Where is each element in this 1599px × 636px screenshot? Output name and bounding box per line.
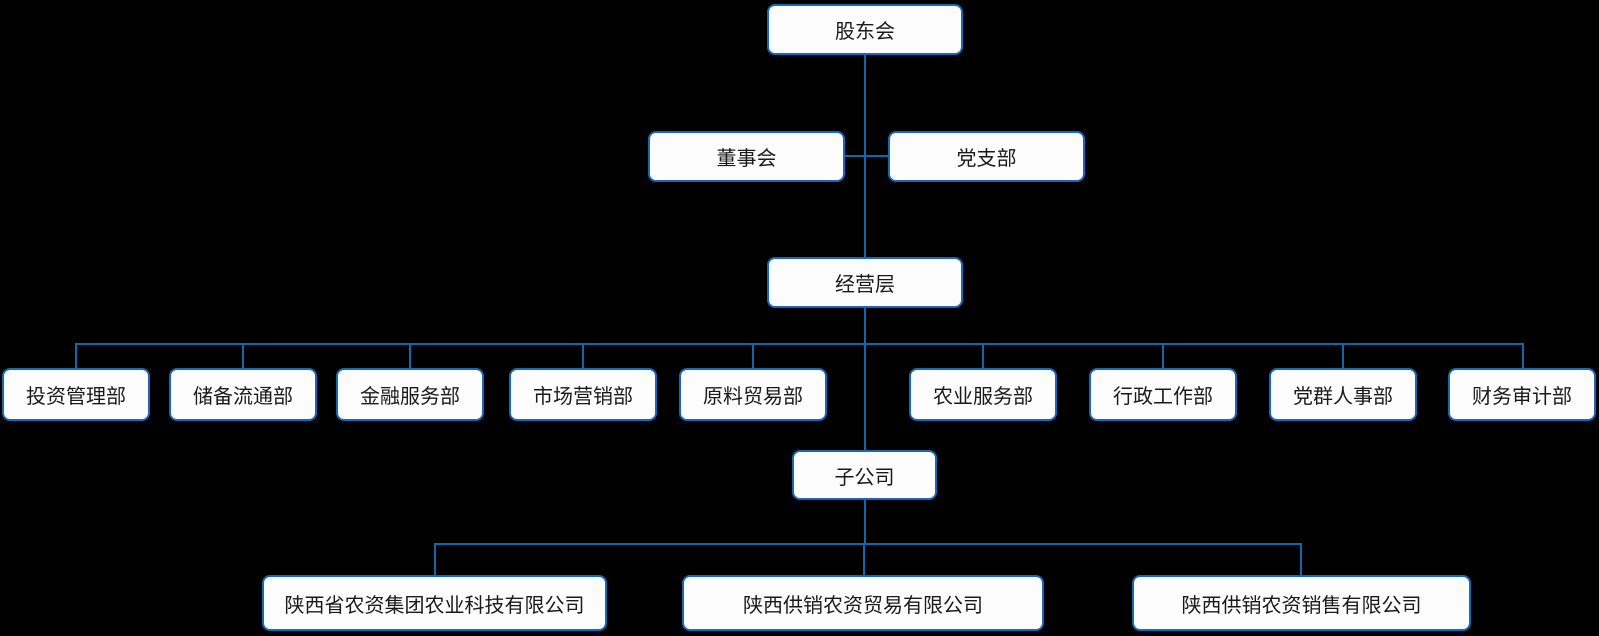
- org-node-department-party-personnel: 党群人事部: [1269, 368, 1417, 421]
- org-node-label: 股东会: [835, 21, 895, 43]
- connector-subsidiary-bus: [434, 543, 1302, 545]
- connector-subsidiary-drop: [1300, 543, 1302, 576]
- org-node-company-agritech: 陕西省农资集团农业科技有限公司: [262, 575, 607, 631]
- org-node-shareholders: 股东会: [767, 4, 963, 55]
- org-node-label: 陕西供销农资销售有限公司: [1181, 594, 1422, 617]
- org-node-party-branch: 党支部: [888, 131, 1085, 182]
- connector-department-drop: [982, 343, 984, 369]
- org-node-label: 储备流通部: [193, 386, 293, 408]
- org-node-label: 党群人事部: [1293, 386, 1393, 408]
- connector-department-bus: [75, 343, 1524, 345]
- org-node-label: 党支部: [956, 148, 1017, 170]
- connector-subsidiary-drop: [863, 543, 865, 576]
- org-node-label: 财务审计部: [1472, 386, 1572, 408]
- org-node-department-investment: 投资管理部: [2, 368, 150, 421]
- org-node-company-sales: 陕西供销农资销售有限公司: [1132, 575, 1471, 631]
- org-node-company-trading: 陕西供销农资贸易有限公司: [682, 575, 1044, 631]
- connector-department-drop: [75, 343, 77, 369]
- org-node-department-marketing: 市场营销部: [509, 368, 657, 421]
- org-node-board: 董事会: [648, 131, 845, 182]
- org-node-label: 经营层: [835, 274, 895, 296]
- connector-department-drop: [582, 343, 584, 369]
- org-node-label: 金融服务部: [360, 386, 460, 408]
- org-node-department-raw-material-trade: 原料贸易部: [679, 368, 827, 421]
- connector-department-drop: [409, 343, 411, 369]
- connector-department-drop: [242, 343, 244, 369]
- org-node-department-reserve-circulation: 储备流通部: [169, 368, 317, 421]
- connector-subsidiary-drop: [434, 543, 436, 576]
- org-node-department-agricultural-services: 农业服务部: [909, 368, 1057, 421]
- org-node-label: 市场营销部: [533, 386, 633, 408]
- org-node-department-finance-audit: 财务审计部: [1448, 368, 1596, 421]
- org-node-department-financial-services: 金融服务部: [336, 368, 484, 421]
- org-node-label: 陕西省农资集团农业科技有限公司: [284, 594, 585, 617]
- org-node-label: 子公司: [834, 466, 895, 489]
- org-node-label: 农业服务部: [933, 386, 1033, 408]
- org-node-department-administrative: 行政工作部: [1089, 368, 1237, 421]
- connector-department-drop: [752, 343, 754, 369]
- org-node-label: 行政工作部: [1113, 386, 1213, 408]
- org-node-subsidiary-group: 子公司: [792, 450, 937, 500]
- connector-department-drop: [1342, 343, 1344, 369]
- connector-trunk-bottom: [864, 500, 866, 544]
- org-node-label: 陕西供销农资贸易有限公司: [743, 594, 983, 617]
- connector-department-drop: [1162, 343, 1164, 369]
- org-node-label: 原料贸易部: [703, 386, 803, 408]
- connector-department-drop: [1522, 343, 1524, 369]
- connector-governance-stub: [845, 155, 888, 157]
- org-node-label: 投资管理部: [26, 386, 126, 408]
- org-node-label: 董事会: [716, 148, 777, 170]
- connector-trunk-middle: [864, 308, 866, 450]
- org-node-management: 经营层: [767, 257, 963, 308]
